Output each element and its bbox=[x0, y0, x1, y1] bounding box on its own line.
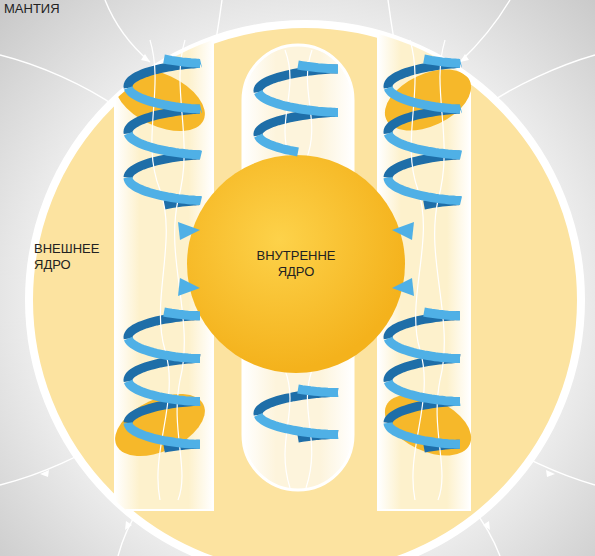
helix-ribbon bbox=[128, 339, 200, 359]
field-arrowhead bbox=[483, 521, 490, 530]
flow-arrowhead bbox=[178, 278, 200, 296]
outer-core-region: ВНЕШНЕЕ ЯДРО ВНУТРЕННЕ ЯДРО bbox=[25, 20, 585, 556]
outer-core-disc bbox=[29, 24, 581, 556]
field-arrowhead bbox=[40, 470, 49, 477]
helix-ribbon bbox=[388, 339, 460, 359]
helix-ribbon bbox=[388, 109, 460, 133]
field-line bbox=[105, 0, 150, 62]
helix-ribbon bbox=[388, 178, 460, 201]
helix-ribbon bbox=[388, 134, 460, 155]
helix-ribbon bbox=[164, 312, 200, 316]
hot-blob bbox=[375, 382, 480, 468]
helix-ribbon bbox=[128, 64, 200, 88]
region-label: ВНЕШНЕЕ ЯДРО bbox=[34, 241, 112, 274]
field-arrowhead bbox=[546, 470, 555, 477]
helix-ribbon bbox=[258, 415, 338, 435]
convection-columns bbox=[106, 30, 481, 510]
helix-ribbon bbox=[424, 59, 460, 64]
helix-ribbon bbox=[164, 59, 200, 64]
helix-front bbox=[128, 59, 460, 444]
field-arrowhead bbox=[141, 54, 150, 62]
helix-ribbon bbox=[388, 64, 460, 88]
helix-ribbon bbox=[388, 423, 460, 444]
helix-ribbon bbox=[128, 109, 200, 133]
helix-ribbon bbox=[298, 389, 338, 393]
hot-blob bbox=[375, 57, 480, 143]
flow-arrowhead bbox=[392, 278, 414, 296]
hot-blob bbox=[106, 56, 215, 144]
helix-ribbon bbox=[128, 88, 200, 109]
field-line bbox=[460, 0, 510, 62]
field-line bbox=[0, 55, 118, 108]
helix-ribbon bbox=[298, 65, 338, 69]
flow-arrowhead bbox=[178, 222, 200, 240]
region-label: ВНУТРЕННЕ ЯДРО bbox=[241, 248, 351, 281]
helix-ribbon bbox=[128, 381, 200, 401]
field-arrowhead bbox=[460, 54, 469, 62]
inner-core-disc bbox=[187, 155, 405, 373]
flow-arrowhead bbox=[392, 222, 414, 240]
helix-ribbon bbox=[424, 312, 460, 316]
helix-ribbon bbox=[258, 92, 338, 112]
region-label: МАНТИЯ bbox=[4, 1, 94, 17]
helix-ribbon bbox=[128, 178, 200, 201]
helix-ribbon bbox=[388, 88, 460, 109]
field-arrowhead bbox=[125, 521, 132, 530]
helix-ribbon bbox=[128, 423, 200, 444]
field-line bbox=[410, 40, 424, 500]
helix-ribbon bbox=[258, 136, 298, 152]
flow-arrowheads bbox=[178, 222, 414, 296]
inner-core-region: ВНУТРЕННЕ ЯДРО bbox=[187, 155, 405, 373]
helix-ribbon bbox=[128, 134, 200, 155]
helix-ribbon bbox=[388, 381, 460, 401]
